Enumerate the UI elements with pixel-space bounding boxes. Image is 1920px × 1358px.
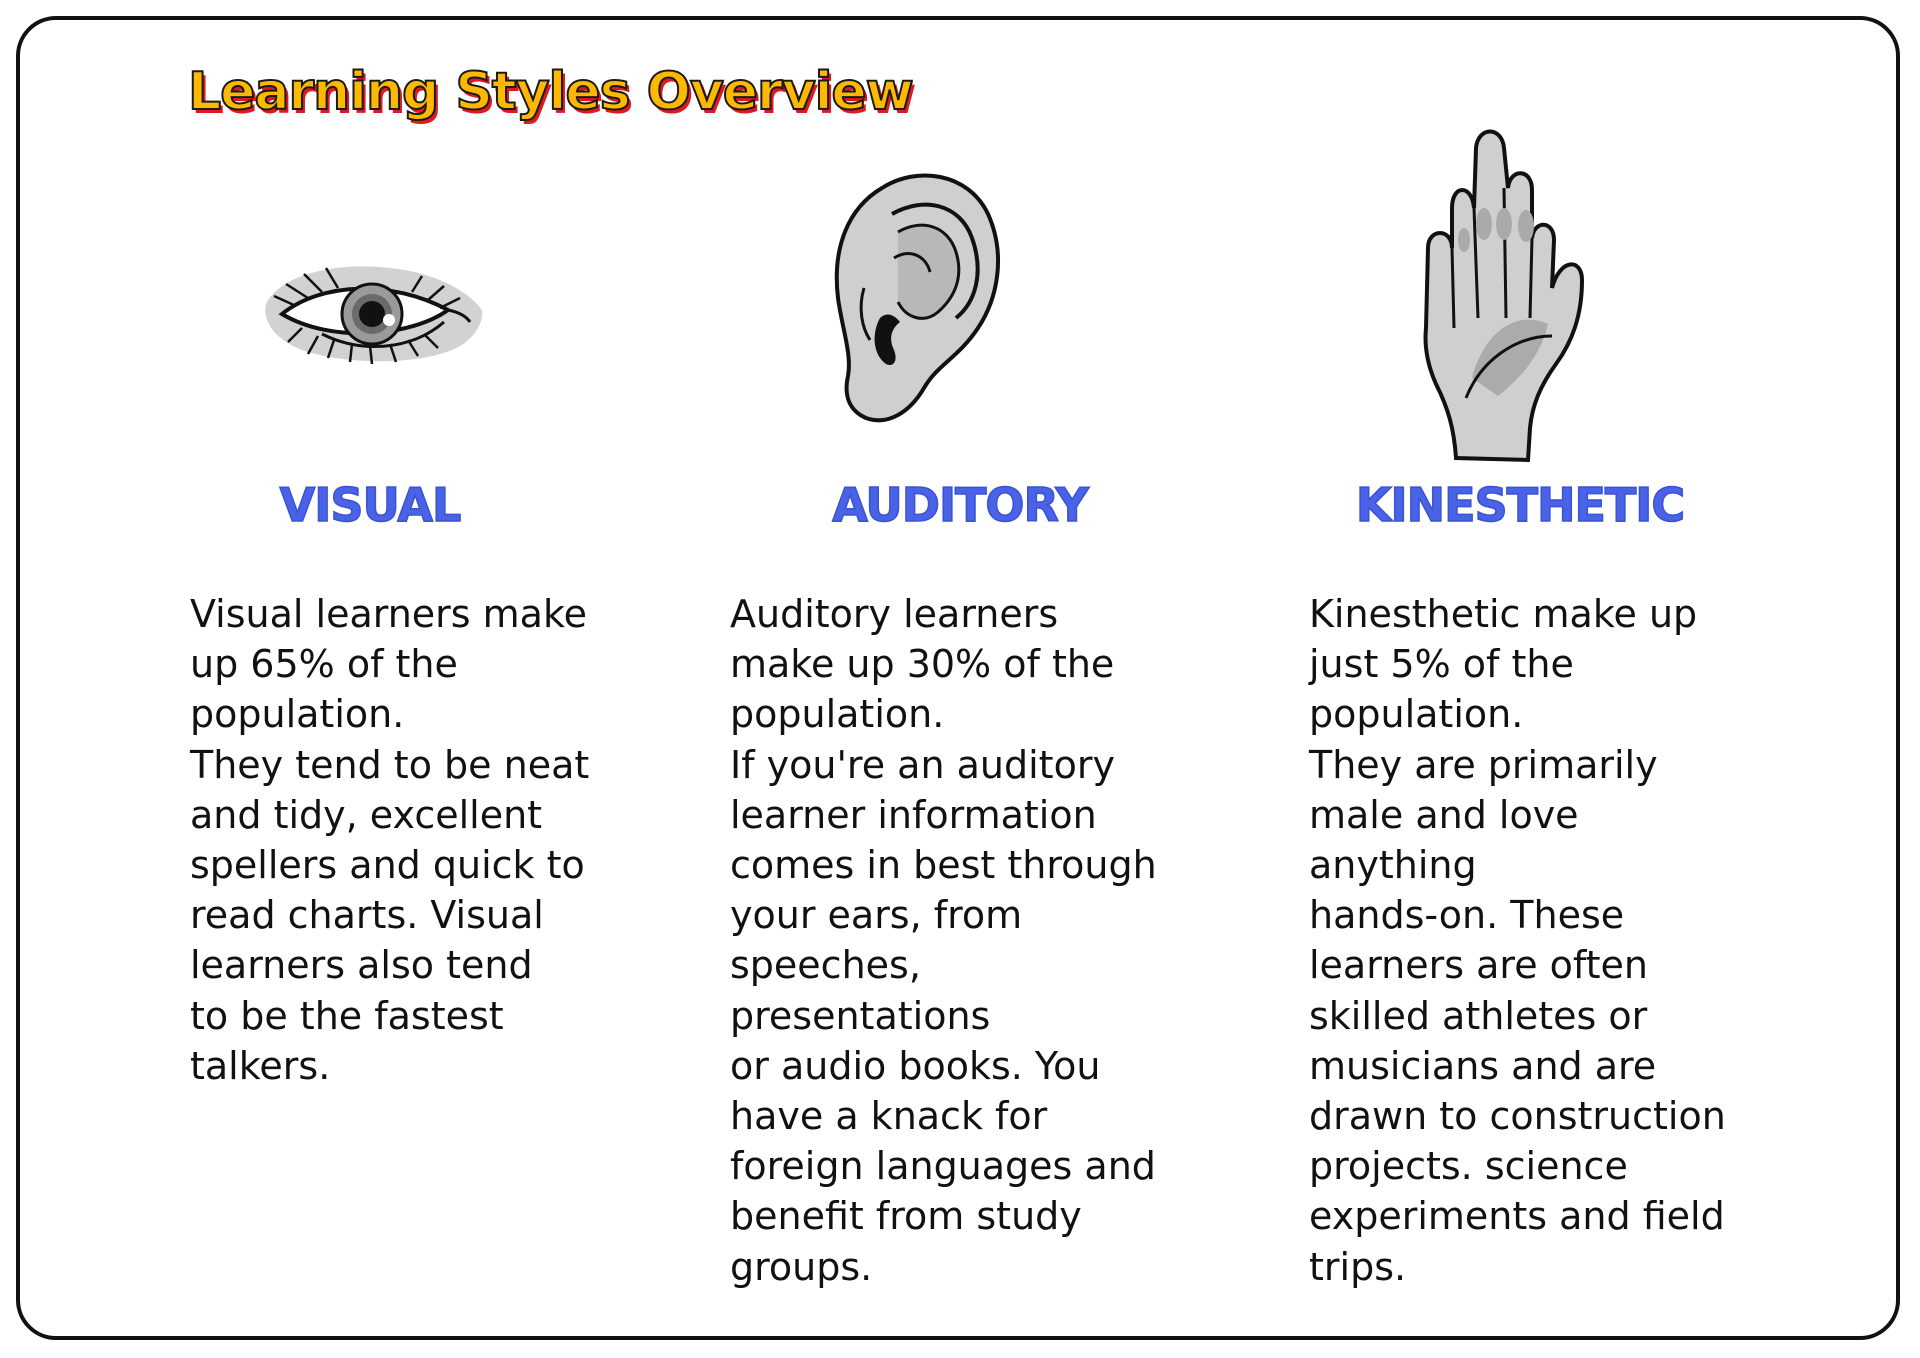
auditory-heading: AUDITORY — [831, 477, 1089, 533]
ear-icon — [828, 168, 1006, 428]
auditory-description: Auditory learners make up 30% of the pop… — [730, 592, 1157, 1289]
kinesthetic-description: Kinesthetic make up just 5% of the popul… — [1309, 592, 1726, 1289]
kinesthetic-heading: KINESTHETIC — [1355, 477, 1686, 533]
page-title: Learning Styles Overview — [187, 61, 915, 123]
hand-icon — [1422, 128, 1584, 464]
eye-icon — [262, 262, 486, 366]
visual-description: Visual learners make up 65% of the popul… — [190, 592, 590, 1088]
visual-heading: VISUAL — [279, 477, 462, 533]
